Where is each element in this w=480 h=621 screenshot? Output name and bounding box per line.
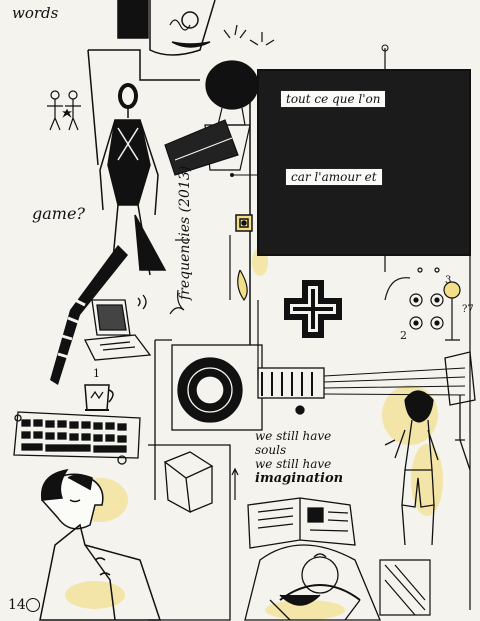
- page-number-circle: [26, 598, 40, 612]
- number-1: 1: [93, 367, 100, 380]
- keyboard-icon: [13, 411, 141, 465]
- game-label: game?: [32, 204, 85, 223]
- panel-text-line-1: tout ce que l'on: [280, 90, 387, 108]
- page-number: 14: [8, 597, 26, 613]
- number-3: 3: [445, 275, 452, 286]
- corner-word: words: [12, 4, 59, 22]
- yellow-washes: [65, 248, 443, 620]
- woman-back-figure: [384, 390, 471, 546]
- panel-text-line-2: car l'amour et: [285, 168, 383, 186]
- guitar-icon: [154, 339, 476, 500]
- stick-figures: [47, 90, 81, 131]
- cube-icon: [148, 444, 231, 621]
- laptop-icon: [83, 294, 152, 361]
- zigzag-stripe: [50, 245, 128, 385]
- circuit-dots: [384, 267, 461, 341]
- open-book: [247, 497, 356, 549]
- decorative-lines: [169, 19, 471, 616]
- plus-icon: [284, 280, 342, 338]
- speaker-icon: [235, 214, 253, 232]
- mug-icon: [84, 384, 114, 411]
- top-face: [87, 0, 216, 166]
- soul-text-block: we still have souls we still have imagin…: [255, 430, 375, 485]
- soul-line-1: we still have: [255, 429, 332, 443]
- man-portrait: [39, 468, 162, 621]
- soul-line-4: imagination: [255, 471, 344, 486]
- woman-figure: [99, 83, 167, 276]
- number-2: 2: [400, 329, 407, 342]
- soul-line-3: we still have: [255, 457, 332, 471]
- afro-figure: [164, 24, 275, 176]
- bald-head: [244, 544, 381, 621]
- small-mark: ?7: [462, 304, 474, 315]
- frequencies-label: frequencies (2013): [177, 165, 193, 300]
- soul-line-2: souls: [255, 443, 287, 457]
